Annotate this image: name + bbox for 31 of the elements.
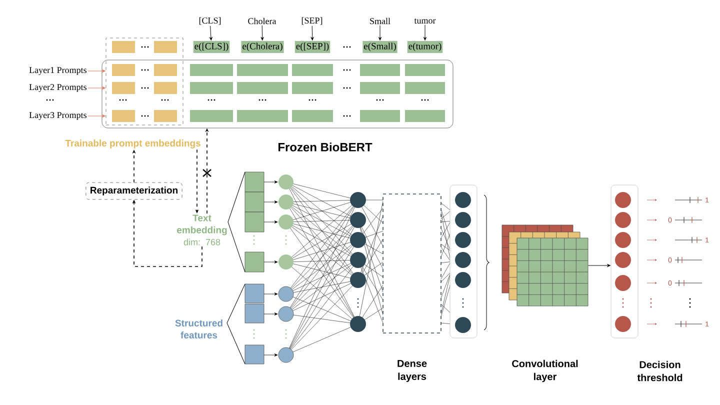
layer-label: Layer3 Prompts [29, 112, 86, 120]
token-label: [SEP] [302, 17, 322, 25]
embedding-box: e(tumor) [407, 41, 443, 53]
arrow [210, 26, 212, 40]
embedding-box: e(Cholera) [241, 41, 284, 53]
heading: Convolutional layer [512, 360, 578, 382]
heading: Trainable prompt embeddings [65, 140, 200, 148]
heading: Decision threshold [637, 360, 682, 382]
layer-label: Layer2 Prompts [29, 84, 86, 92]
input-label: Text embedding dim: 768 [177, 214, 227, 246]
arrow [260, 25, 264, 40]
arrow [310, 26, 314, 40]
arrow [588, 264, 610, 267]
heading: Dense layers [398, 360, 427, 382]
input-label: Structured features [175, 320, 222, 338]
heading: Frozen BioBERT [278, 142, 372, 152]
arrow [88, 70, 106, 72]
arrow [88, 86, 106, 90]
embedding-box: e([CLS]) [193, 41, 230, 53]
arrow [424, 24, 426, 40]
arrow [88, 114, 106, 118]
feature-map-drawing [502, 224, 588, 306]
token-label: tumor [414, 18, 436, 24]
process-box: Reparameterization [86, 182, 182, 200]
embedding-box: e(Small) [362, 41, 398, 53]
token-label: [CLS] [199, 17, 221, 25]
layer-label: Layer1 Prompts [29, 67, 86, 75]
token-label: Small [370, 18, 390, 24]
embedding-box: e([SEP]) [294, 41, 330, 53]
token-label: Cholera [248, 18, 276, 24]
arrow [378, 25, 382, 40]
